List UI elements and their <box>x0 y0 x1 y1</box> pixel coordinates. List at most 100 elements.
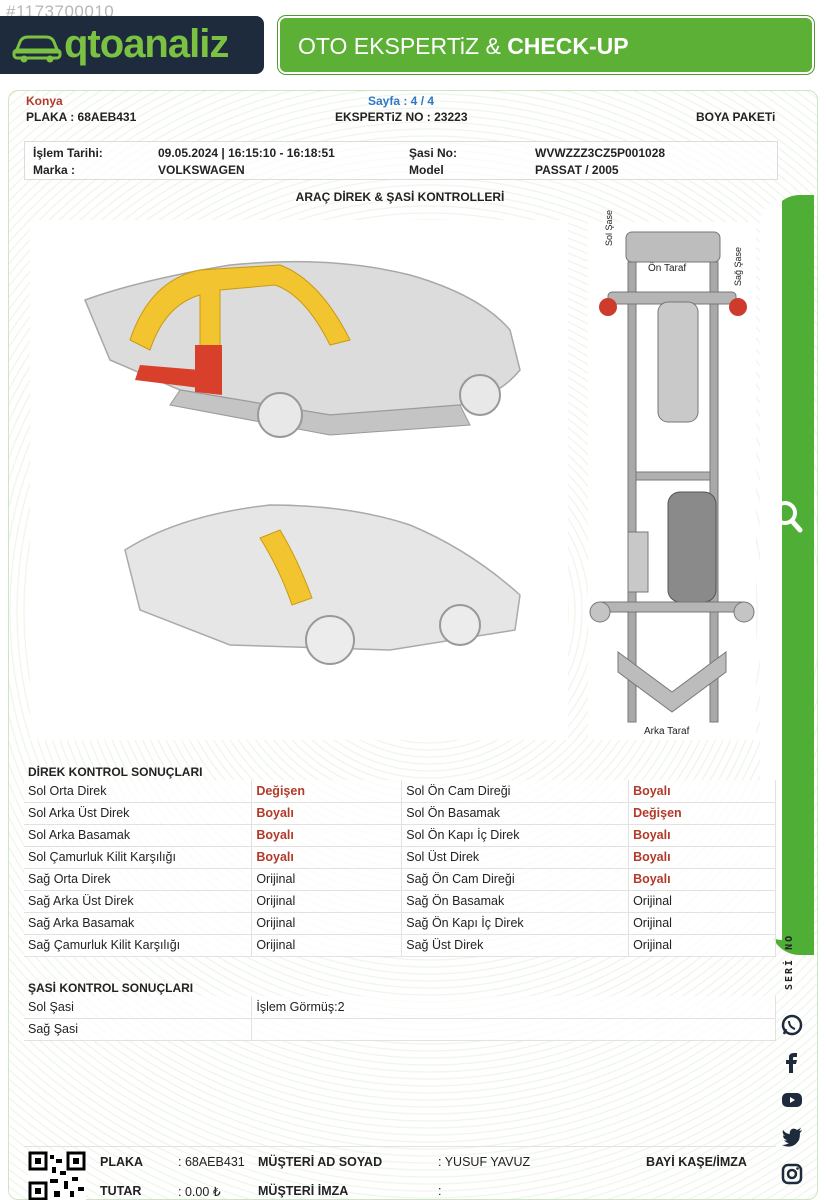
pillar-name: Sol Ön Cam Direği <box>401 780 630 803</box>
chassis-label-right: Sağ Şase <box>733 246 743 286</box>
vehicle-info-table: İşlem Tarihi: 09.05.2024 | 16:15:10 - 16… <box>24 141 778 180</box>
brand-label: Marka : <box>33 163 76 177</box>
chassis-label-rear: Arka Taraf <box>644 726 690 737</box>
header-title-bold: CHECK-UP <box>507 33 629 59</box>
chassis-name: Sol Şasi <box>24 996 253 1019</box>
pillar-name: Sol Ön Kapı İç Direk <box>401 824 630 847</box>
pillar-name: Sağ Ön Cam Direği <box>401 868 630 891</box>
pillar-name: Sol Çamurluk Kilit Karşılığı <box>24 846 253 869</box>
pillar-status: Boyalı <box>628 780 776 803</box>
chassis-results-title: ŞASİ KONTROL SONUÇLARI <box>28 981 194 995</box>
pillar-status: Boyalı <box>628 824 776 847</box>
pillar-status: Boyalı <box>251 824 403 847</box>
youtube-icon[interactable] <box>780 1088 804 1112</box>
page-number: Sayfa : 4 / 4 <box>368 94 435 108</box>
twitter-icon[interactable] <box>780 1125 804 1149</box>
chassis-label-left: Sol Şase <box>604 209 614 246</box>
pillar-results-title: DİREK KONTROL SONUÇLARI <box>28 765 203 779</box>
car-icon <box>12 35 62 63</box>
pillar-status: Orijinal <box>251 868 403 891</box>
footer-total-label: TUTAR <box>100 1184 142 1198</box>
footer: PLAKA : 68AEB431 TUTAR : 0.00 ₺ MÜŞTERİ … <box>24 1146 776 1200</box>
right-side-body <box>124 504 521 665</box>
pillar-name: Sağ Arka Üst Direk <box>24 890 253 913</box>
footer-customer-value: : YUSUF YAVUZ <box>438 1155 531 1169</box>
pillar-name: Sağ Orta Direk <box>24 868 253 891</box>
footer-dealer-label: BAYİ KAŞE/İMZA <box>646 1155 747 1169</box>
pillar-name: Sol Orta Direk <box>24 780 253 803</box>
header: qtoanaliz OTO EKSPERTiZ & CHECK-UP <box>0 16 826 76</box>
chassis-status <box>251 1018 776 1041</box>
pillar-status: Orijinal <box>628 912 776 935</box>
footer-plate-label: PLAKA <box>100 1155 144 1169</box>
chassis-no-label: Şasi No: <box>409 146 458 160</box>
pillar-status: Orijinal <box>628 934 776 957</box>
instagram-icon[interactable] <box>780 1162 804 1186</box>
pillar-name: Sağ Çamurluk Kilit Karşılığı <box>24 934 253 957</box>
chassis-illustration: Sol Şase Sağ Şase Ön Taraf Arka Taraf <box>588 210 756 740</box>
date-label: İşlem Tarihi: <box>33 146 103 160</box>
car-body-illustration <box>30 220 568 740</box>
footer-total-value: : 0.00 ₺ <box>178 1185 221 1199</box>
chassis-no-value: WVWZZZ3CZ5P001028 <box>535 146 666 160</box>
pillar-status: Orijinal <box>628 890 776 913</box>
serial-no-label: SERİ NO <box>784 933 795 990</box>
pillar-name: Sol Arka Basamak <box>24 824 253 847</box>
search-icon[interactable] <box>770 498 804 534</box>
header-title-regular: OTO EKSPERTiZ & <box>298 33 501 59</box>
pillar-name: Sağ Üst Direk <box>401 934 630 957</box>
pillar-status: Orijinal <box>251 890 403 913</box>
package-name: BOYA PAKETi <box>696 110 776 124</box>
header-banner: OTO EKSPERTiZ & CHECK-UP <box>278 16 814 74</box>
pillar-name: Sol Üst Direk <box>401 846 630 869</box>
qr-code-icon <box>28 1151 86 1200</box>
header-title: OTO EKSPERTiZ & CHECK-UP <box>298 33 629 60</box>
section-title: ARAÇ DİREK & ŞASİ KONTROLLERİ <box>295 190 505 204</box>
facebook-icon[interactable] <box>780 1050 804 1074</box>
side-white-band <box>760 200 782 940</box>
pillar-name: Sol Ön Basamak <box>401 802 630 825</box>
model-label: Model <box>409 163 444 177</box>
pillar-status: Boyalı <box>628 846 776 869</box>
chassis-status: İşlem Görmüş:2 <box>251 996 776 1019</box>
logo-text: qtoanaliz <box>64 22 229 66</box>
expertise-number: EKSPERTiZ NO : 23223 <box>335 110 468 124</box>
whatsapp-icon[interactable] <box>780 1013 804 1037</box>
footer-signature-label: MÜŞTERİ İMZA <box>258 1184 349 1198</box>
table-row: Sağ Şasi <box>24 1018 776 1041</box>
chassis-name: Sağ Şasi <box>24 1018 253 1041</box>
brand-value: VOLKSWAGEN <box>158 163 245 177</box>
pillar-status: Boyalı <box>251 802 403 825</box>
logo[interactable]: qtoanaliz <box>0 16 264 74</box>
pillar-name: Sağ Ön Kapı İç Direk <box>401 912 630 935</box>
pillar-name: Sağ Arka Basamak <box>24 912 253 935</box>
pillar-status: Orijinal <box>251 912 403 935</box>
left-side-body <box>84 260 521 438</box>
pillar-status: Orijinal <box>251 934 403 957</box>
city: Konya <box>26 94 63 108</box>
date-value: 09.05.2024 | 16:15:10 - 16:18:51 <box>158 146 335 160</box>
chassis-label-front: Ön Taraf <box>648 263 687 274</box>
model-value: PASSAT / 2005 <box>535 163 619 177</box>
pillar-name: Sol Arka Üst Direk <box>24 802 253 825</box>
pillar-status: Değişen <box>628 802 776 825</box>
chassis-diagram <box>589 231 755 723</box>
plate: PLAKA : 68AEB431 <box>26 110 137 124</box>
footer-plate-value: : 68AEB431 <box>178 1155 245 1169</box>
footer-customer-label: MÜŞTERİ AD SOYAD <box>258 1155 383 1169</box>
car-body-diagram <box>84 260 521 665</box>
footer-signature-value: : <box>438 1184 442 1198</box>
pillar-status: Değişen <box>251 780 403 803</box>
pillar-name: Sağ Ön Basamak <box>401 890 630 913</box>
